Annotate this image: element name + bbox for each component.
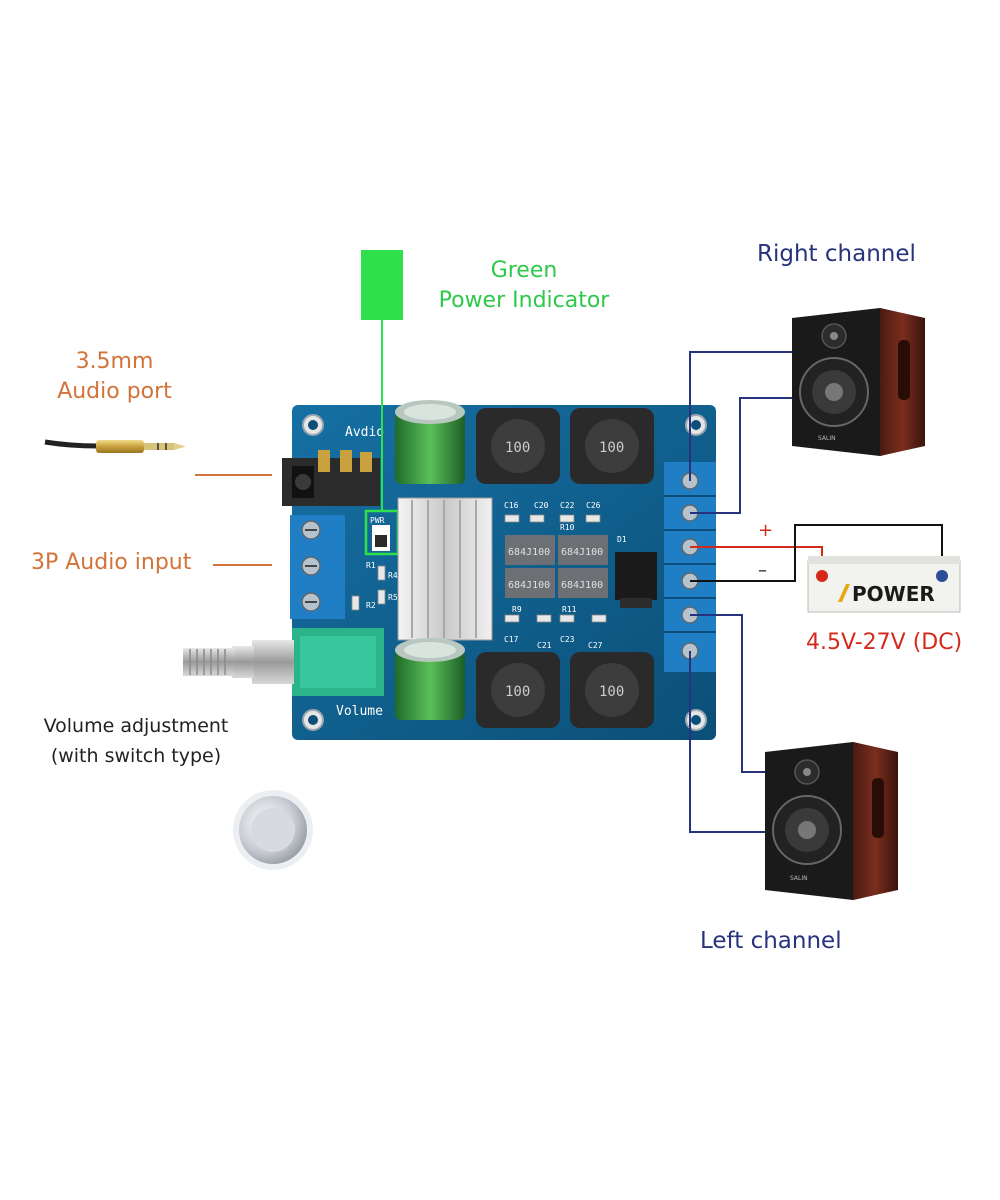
silk-volume-label: Volume	[336, 704, 383, 719]
svg-text:684J100: 684J100	[561, 580, 603, 591]
svg-text:100: 100	[505, 440, 530, 456]
power-indicator-line2: Power Indicator	[438, 288, 610, 313]
battery: POWER	[807, 556, 961, 613]
svg-text:684J100: 684J100	[561, 547, 603, 558]
positive-sign: +	[758, 520, 774, 541]
svg-text:SALIN: SALIN	[790, 875, 808, 882]
power-negative-wire	[690, 524, 943, 582]
left-speaker: SALIN	[765, 742, 898, 900]
svg-text:C20: C20	[534, 501, 549, 510]
svg-text:R2: R2	[366, 601, 376, 610]
svg-text:684J100: 684J100	[508, 547, 550, 558]
svg-text:R5: R5	[388, 593, 398, 602]
speaker-wires	[689, 351, 800, 833]
svg-text:R11: R11	[562, 605, 577, 614]
capacitor-top	[395, 400, 465, 484]
svg-text:C16: C16	[504, 501, 519, 510]
voltage-label: 4.5V-27V (DC)	[806, 630, 963, 655]
green-indicator-swatch	[361, 250, 403, 320]
audio-port-label-line1: 3.5mm	[75, 349, 154, 374]
left-channel-label: Left channel	[700, 928, 842, 954]
svg-text:C21: C21	[537, 641, 552, 650]
amplifier-board: Avdio Volume	[183, 400, 716, 740]
power-indicator-line1: Green	[490, 258, 558, 283]
negative-sign: –	[758, 560, 767, 581]
audio-jack	[282, 450, 380, 506]
audio-input-label: 3P Audio input	[31, 550, 192, 575]
capacitor-bottom	[395, 638, 465, 720]
inductor: 100 100 100 100	[476, 408, 654, 728]
power-indicator-label: Green Power Indicator	[430, 256, 618, 316]
volume-adjustment-line1: Volume adjustment	[43, 715, 229, 737]
right-channel-label: Right channel	[757, 241, 916, 267]
svg-text:684J100: 684J100	[508, 580, 550, 591]
silk-audio-label: Avdio	[345, 425, 384, 440]
svg-text:R10: R10	[560, 523, 575, 532]
svg-text:100: 100	[505, 684, 530, 700]
svg-text:100: 100	[599, 684, 624, 700]
audio-port-label-line2: Audio port	[57, 379, 172, 404]
input-terminal	[290, 515, 345, 619]
audio-cable	[44, 439, 186, 453]
svg-text:D1: D1	[617, 535, 627, 544]
volume-adjustment-label: Volume adjustment (with switch type)	[36, 711, 236, 771]
heatsink	[397, 497, 493, 641]
svg-text:C23: C23	[560, 635, 575, 644]
svg-text:C26: C26	[586, 501, 601, 510]
svg-text:R1: R1	[366, 561, 376, 570]
svg-text:R4: R4	[388, 571, 398, 580]
audio-port-label: 3.5mm Audio port	[52, 347, 177, 407]
volume-knob	[233, 790, 313, 870]
output-terminal	[664, 462, 716, 672]
svg-text:PWR: PWR	[370, 516, 385, 525]
power-positive-wire	[690, 546, 823, 560]
regulator-chip	[615, 552, 657, 600]
film-capacitor: 684J100 684J100 684J100 684J100	[505, 535, 608, 598]
volume-adjustment-line2: (with switch type)	[50, 745, 222, 767]
right-speaker: SALIN	[792, 308, 925, 456]
battery-brand: POWER	[852, 582, 935, 606]
volume-potentiometer	[183, 628, 384, 696]
svg-text:C22: C22	[560, 501, 575, 510]
svg-text:C17: C17	[504, 635, 519, 644]
svg-text:100: 100	[599, 440, 624, 456]
svg-text:C27: C27	[588, 641, 603, 650]
svg-text:R9: R9	[512, 605, 522, 614]
svg-text:SALIN: SALIN	[818, 435, 836, 442]
